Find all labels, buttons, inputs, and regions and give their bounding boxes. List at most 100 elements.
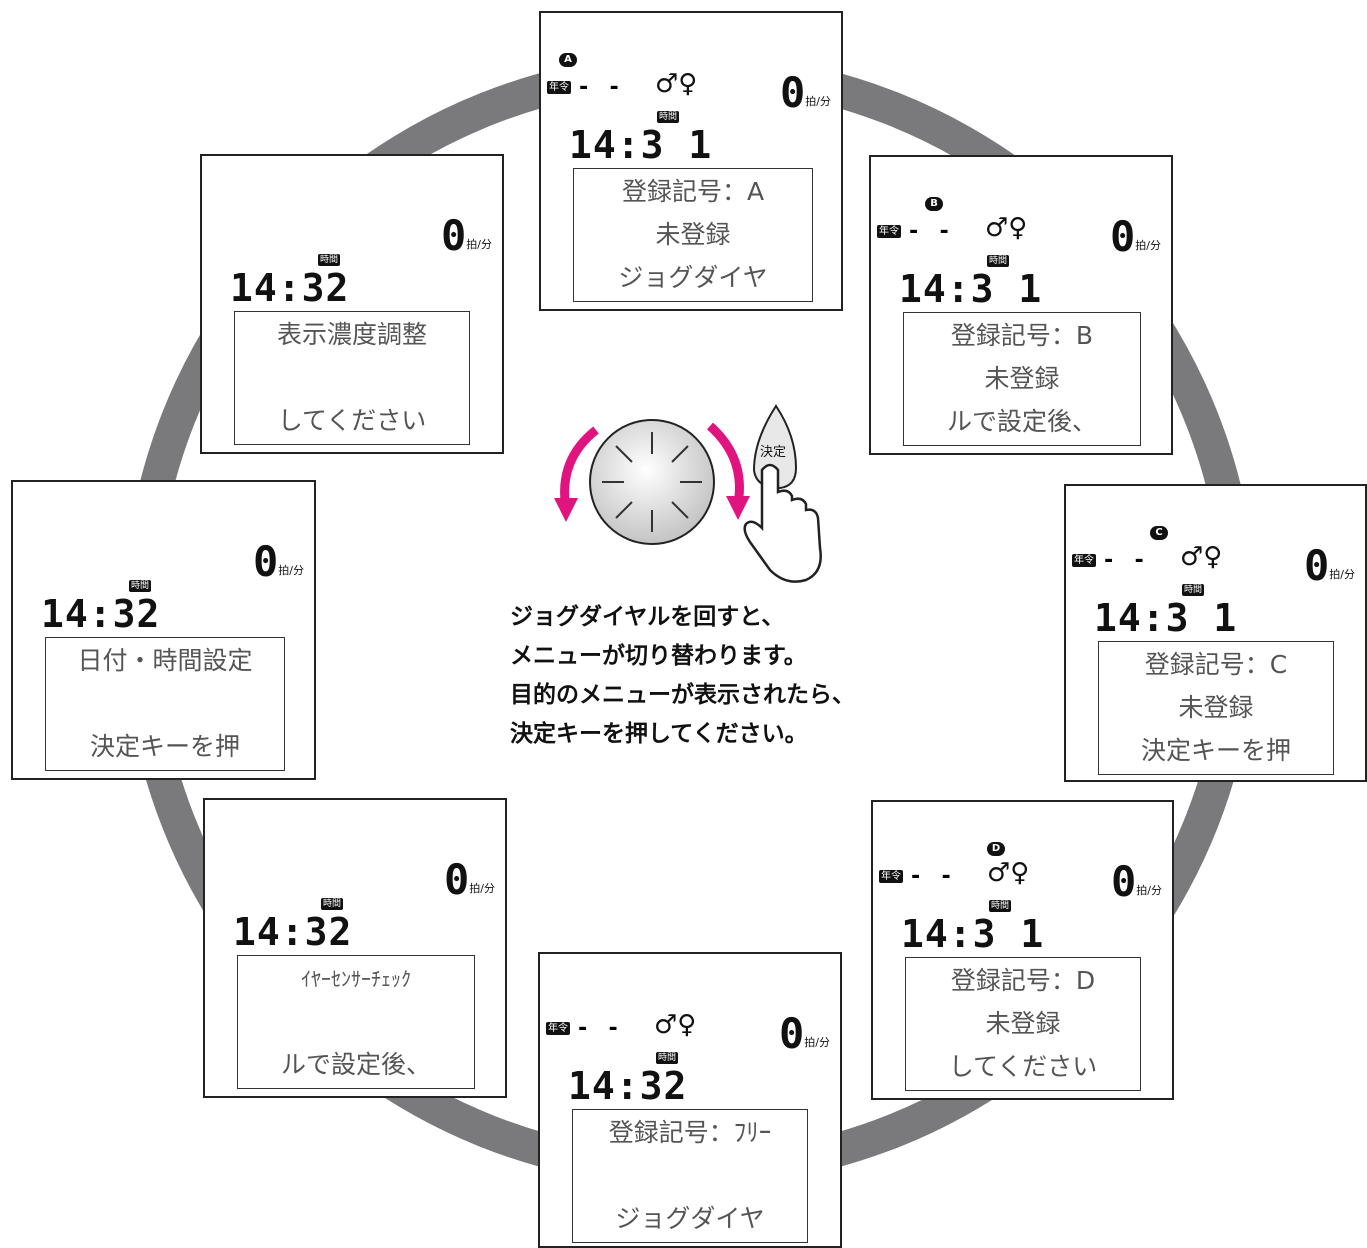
message-line-3: 決定キーを押: [1140, 736, 1291, 765]
pulse-readout: 0 拍/分: [1110, 857, 1162, 906]
pulse-value: 0: [252, 537, 278, 586]
time-badge: 時間: [318, 254, 341, 266]
rotate-right-arrow-icon: [706, 422, 744, 505]
message-line-1: 登録記号：B: [950, 321, 1094, 350]
instruction-line-3: 目的のメニューが表示されたら、: [510, 682, 855, 708]
message-box: ｲﾔｰｾﾝｻｰﾁｪｯｸ ルで設定後、: [237, 955, 475, 1089]
message-box: 登録記号：A 未登録 ジョグダイヤ: [573, 168, 813, 302]
rotate-right-arrowhead-icon: [726, 496, 750, 520]
age-value: - -: [907, 219, 953, 244]
pulse-value: 0: [778, 1009, 804, 1058]
message-line-2: ルで設定後、: [280, 1050, 431, 1079]
instruction-line-1: ジョグダイヤルを回すと、: [510, 604, 785, 630]
message-box: 登録記号：C 未登録 決定キーを押: [1098, 641, 1334, 775]
pulse-readout: 0 拍/分: [443, 855, 495, 904]
pulse-readout: 0 拍/分: [1303, 541, 1355, 590]
age-readout: 年令 - -: [877, 219, 953, 244]
clock-display: 14:3 1: [1094, 596, 1238, 640]
age-badge: 年令: [546, 1022, 570, 1035]
age-readout: 年令 - -: [1072, 548, 1148, 573]
pulse-value: 0: [1303, 541, 1329, 590]
age-badge: 年令: [1072, 554, 1096, 567]
pulse-readout: 0 拍/分: [440, 211, 492, 260]
age-readout: 年令 - -: [546, 1016, 622, 1041]
clock-display: 14:3 1: [569, 123, 713, 167]
pulse-unit: 拍/分: [1329, 568, 1355, 581]
age-value: - -: [576, 1016, 622, 1041]
instruction-line-2: メニューが切り替わります。: [510, 643, 807, 669]
pulse-readout: 0 拍/分: [778, 1009, 830, 1058]
time-badge: 時間: [987, 255, 1010, 267]
message-box: 登録記号：D 未登録 してください: [905, 957, 1141, 1091]
clock-display: 14:32: [41, 592, 161, 636]
message-line-2: 未登録: [984, 364, 1060, 393]
lcd-panel-b: B 年令 - - ♂♀ 0 拍/分 時間 14:3 1 登録記号：B 未登録 ル…: [869, 155, 1173, 455]
pulse-readout: 0 拍/分: [779, 68, 831, 117]
message-line-1: 登録記号：A: [621, 177, 765, 206]
message-line-1: 登録記号：ﾌﾘｰ: [608, 1118, 772, 1147]
pulse-unit: 拍/分: [469, 882, 495, 895]
age-readout: 年令 - -: [879, 864, 955, 889]
registration-letter-badge: D: [987, 842, 1005, 856]
message-box: 表示濃度調整 してください: [234, 311, 470, 445]
instruction-text: ジョグダイヤルを回すと、 メニューが切り替わります。 目的のメニューが表示された…: [510, 598, 930, 754]
pulse-unit: 拍/分: [466, 238, 492, 251]
pulse-value: 0: [1109, 212, 1135, 261]
pulse-unit: 拍/分: [805, 95, 831, 108]
pulse-readout: 0 拍/分: [252, 537, 304, 586]
registration-letter-badge: B: [925, 197, 943, 211]
message-line-3: してください: [948, 1052, 1098, 1081]
message-line-1: 表示濃度調整: [276, 320, 427, 349]
clock-display: 14:32: [230, 266, 350, 310]
registration-letter-badge: A: [559, 53, 577, 67]
message-box: 日付・時間設定 決定キーを押: [45, 637, 285, 771]
age-badge: 年令: [547, 81, 571, 94]
pulse-value: 0: [779, 68, 805, 117]
pulse-unit: 拍/分: [804, 1036, 830, 1049]
lcd-panel-d: D 年令 - - ♂♀ 0 拍/分 時間 14:3 1 登録記号：D 未登録 し…: [871, 800, 1174, 1100]
lcd-panel-display-contrast: 0 拍/分 時間 14:32 表示濃度調整 してください: [200, 154, 504, 454]
clock-display: 14:32: [568, 1064, 688, 1108]
clock-display: 14:3 1: [899, 267, 1043, 311]
jog-dial-illustration: 決定: [554, 404, 822, 583]
message-line-1: 登録記号：C: [1144, 650, 1288, 679]
decide-key-label: 決定: [760, 445, 786, 460]
lcd-panel-ear-sensor-check: 0 拍/分 時間 14:32 ｲﾔｰｾﾝｻｰﾁｪｯｸ ルで設定後、: [203, 798, 507, 1098]
time-badge: 時間: [656, 1052, 679, 1064]
lcd-panel-free: 年令 - - ♂♀ 0 拍/分 時間 14:32 登録記号：ﾌﾘｰ ジョグダイヤ: [538, 952, 842, 1248]
message-line-2: 決定キーを押: [89, 732, 240, 761]
lcd-panel-a: A 年令 - - ♂♀ 0 拍/分 時間 14:3 1 登録記号：A 未登録 ジ…: [539, 11, 843, 311]
age-value: - -: [577, 75, 623, 100]
message-line-3: ジョグダイヤ: [618, 263, 768, 292]
pulse-unit: 拍/分: [278, 564, 304, 577]
person-male-female-icon: ♂♀: [987, 858, 1030, 888]
message-line-2: ジョグダイヤ: [615, 1204, 765, 1233]
time-badge: 時間: [321, 898, 344, 910]
message-line-1: ｲﾔｰｾﾝｻｰﾁｪｯｸ: [301, 967, 411, 991]
pulse-value: 0: [443, 855, 469, 904]
message-line-1: 日付・時間設定: [77, 646, 253, 675]
age-readout: 年令 - -: [547, 75, 623, 100]
message-box: 登録記号：ﾌﾘｰ ジョグダイヤ: [572, 1109, 808, 1243]
lcd-panel-c: C 年令 - - ♂♀ 0 拍/分 時間 14:3 1 登録記号：C 未登録 決…: [1064, 484, 1367, 782]
message-line-2: 未登録: [985, 1009, 1061, 1038]
time-badge: 時間: [989, 900, 1012, 912]
person-male-female-icon: ♂♀: [654, 1010, 697, 1040]
person-male-female-icon: ♂♀: [1180, 542, 1223, 572]
registration-letter-badge: C: [1150, 526, 1168, 540]
lcd-panel-datetime-setting: 0 拍/分 時間 14:32 日付・時間設定 決定キーを押: [11, 480, 316, 780]
time-badge: 時間: [129, 580, 152, 592]
pulse-value: 0: [1110, 857, 1136, 906]
pulse-value: 0: [440, 211, 466, 260]
message-line-2: 未登録: [1178, 693, 1254, 722]
message-line-2: してください: [277, 406, 427, 435]
instruction-line-4: 決定キーを押してください。: [510, 721, 808, 747]
rotate-left-arrowhead-icon: [554, 498, 578, 522]
clock-display: 14:32: [233, 910, 353, 954]
message-box: 登録記号：B 未登録 ルで設定後、: [903, 312, 1141, 446]
message-line-1: 登録記号：D: [950, 966, 1096, 995]
message-line-2: 未登録: [655, 220, 731, 249]
person-male-female-icon: ♂♀: [985, 213, 1028, 243]
age-badge: 年令: [879, 870, 903, 883]
message-line-3: ルで設定後、: [946, 407, 1097, 436]
